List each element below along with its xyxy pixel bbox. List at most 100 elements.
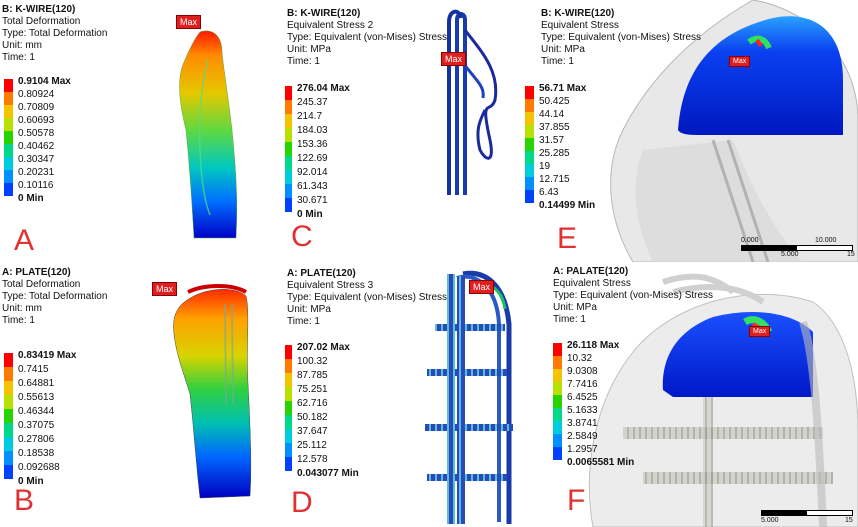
panel-d-legend: 207.02 Max 100.32 87.785 75.251 62.716 5… <box>285 343 403 479</box>
panel-b-type: Type: Total Deformation <box>2 291 108 302</box>
panel-d-subtitle: Equivalent Stress 3 <box>287 280 374 291</box>
legend-label: 0 Min <box>18 193 44 204</box>
legend-label: 19 <box>539 161 551 172</box>
panel-a-model <box>179 30 238 239</box>
legend-color-swatch <box>285 128 292 142</box>
legend-color-swatch <box>285 142 292 156</box>
panel-e: B: K-WIRE(120) Equivalent Stress Type: E… <box>513 0 858 262</box>
legend-label: 6.4525 <box>567 392 598 403</box>
legend-color-swatch <box>525 164 534 177</box>
panel-c-title: B: K-WIRE(120) <box>287 8 361 19</box>
panel-a: B: K-WIRE(120) Total Deformation Type: T… <box>0 0 285 262</box>
panel-d-time: Time: 1 <box>287 316 320 327</box>
legend-color-swatch <box>4 144 13 157</box>
legend-label: 31.57 <box>539 135 565 146</box>
legend-color-swatch <box>4 131 13 144</box>
legend-label: 12.715 <box>539 174 570 185</box>
scale-label: 10.000 <box>815 237 837 244</box>
legend-label: 0.46344 <box>18 406 55 417</box>
panel-e-legend: 56.71 Max 50.425 44.14 37.855 31.57 25.2… <box>525 84 645 214</box>
legend-label: 37.855 <box>539 122 570 133</box>
panel-c-type: Type: Equivalent (von-Mises) Stress <box>287 32 448 43</box>
legend-label: 0.14499 Min <box>539 200 596 211</box>
panel-b-model <box>173 284 252 499</box>
legend-color-swatch <box>525 99 534 112</box>
legend-color-swatch <box>553 447 562 460</box>
scale-ruler <box>761 510 853 516</box>
max-tag: Max <box>729 56 751 67</box>
panel-f-title: A: PALATE(120) <box>553 266 629 277</box>
legend-color-swatch <box>4 451 13 465</box>
legend-label: 0 Min <box>18 476 44 487</box>
legend-label: 37.647 <box>297 426 328 437</box>
legend-label: 184.03 <box>297 125 328 136</box>
max-tag: Max <box>176 15 202 29</box>
panel-b: A: PLATE(120) Total Deformation Type: To… <box>0 264 285 527</box>
scale-label: 5.000 <box>781 251 799 258</box>
panel-d: A: PLATE(120) Equivalent Stress 3 Type: … <box>285 264 513 527</box>
scale-label: 5.000 <box>761 517 779 524</box>
legend-color-swatch <box>4 367 13 381</box>
legend-label: 62.716 <box>297 398 328 409</box>
panel-f-model <box>588 273 858 527</box>
panel-b-header: A: PLATE(120) Total Deformation Type: To… <box>2 267 107 327</box>
scale-label: 15 <box>847 251 855 258</box>
legend-label: 12.578 <box>297 454 328 465</box>
legend-color-swatch <box>285 100 292 114</box>
legend-color-swatch <box>553 369 562 382</box>
legend-label: 50.425 <box>539 96 570 107</box>
legend-color-swatch <box>553 408 562 421</box>
legend-color-swatch <box>285 114 292 128</box>
legend-label: 56.71 Max <box>539 83 587 94</box>
legend-color-swatch <box>285 86 292 100</box>
panel-d-title: A: PLATE(120) <box>287 268 356 279</box>
legend-label: 61.343 <box>297 181 328 192</box>
legend-label: 214.7 <box>297 111 323 122</box>
legend-color-swatch <box>285 429 292 443</box>
legend-label: 75.251 <box>297 384 328 395</box>
panel-b-unit: Unit: mm <box>2 303 42 314</box>
legend-label: 100.32 <box>297 356 328 367</box>
legend-label: 6.43 <box>539 187 559 198</box>
legend-label: 92.014 <box>297 167 328 178</box>
panel-c-letter: C <box>291 220 313 253</box>
legend-label: 9.0308 <box>567 366 598 377</box>
panel-b-subtitle: Total Deformation <box>2 279 81 290</box>
panel-e-type: Type: Equivalent (von-Mises) Stress <box>541 32 702 43</box>
legend-label: 10.32 <box>567 353 593 364</box>
panel-e-unit: Unit: MPa <box>541 44 585 55</box>
legend-color-swatch <box>285 345 292 359</box>
legend-label: 0.80924 <box>18 89 55 100</box>
panel-d-header: A: PLATE(120) Equivalent Stress 3 Type: … <box>287 268 447 328</box>
legend-color-swatch <box>285 415 292 429</box>
legend-color-swatch <box>553 343 562 356</box>
panel-f-scale-bar: 5.000 15 <box>761 510 857 526</box>
panel-f-legend: 26.118 Max 10.32 9.0308 7.7416 6.4525 5.… <box>553 341 673 471</box>
panel-a-legend: 0.9104 Max 0.80924 0.70809 0.60693 0.505… <box>4 77 124 207</box>
legend-label: 30.671 <box>297 195 328 206</box>
legend-label: 0.20231 <box>18 167 55 178</box>
legend-color-swatch <box>285 373 292 387</box>
legend-label: 7.7416 <box>567 379 598 390</box>
legend-color-swatch <box>553 421 562 434</box>
legend-label: 1.2957 <box>567 444 598 455</box>
legend-label: 0.27806 <box>18 434 55 445</box>
legend-label: 25.112 <box>297 440 327 451</box>
legend-label: 0.60693 <box>18 115 55 126</box>
legend-label: 50.182 <box>297 412 328 423</box>
legend-color-swatch <box>4 437 13 451</box>
panel-a-time: Time: 1 <box>2 52 35 63</box>
legend-color-swatch <box>4 395 13 409</box>
legend-color-swatch <box>285 170 292 184</box>
legend-label: 0 Min <box>297 209 323 220</box>
legend-color-swatch <box>525 125 534 138</box>
legend-label: 0.50578 <box>18 128 55 139</box>
scale-label: 15 <box>845 517 853 524</box>
panel-f-letter: F <box>567 484 586 517</box>
legend-color-swatch <box>4 157 13 170</box>
scale-label: 0.000 <box>741 237 759 244</box>
legend-color-swatch <box>4 353 13 367</box>
legend-label: 0.0065581 Min <box>567 457 635 468</box>
legend-color-swatch <box>4 183 13 196</box>
legend-label: 0.83419 Max <box>18 350 77 361</box>
